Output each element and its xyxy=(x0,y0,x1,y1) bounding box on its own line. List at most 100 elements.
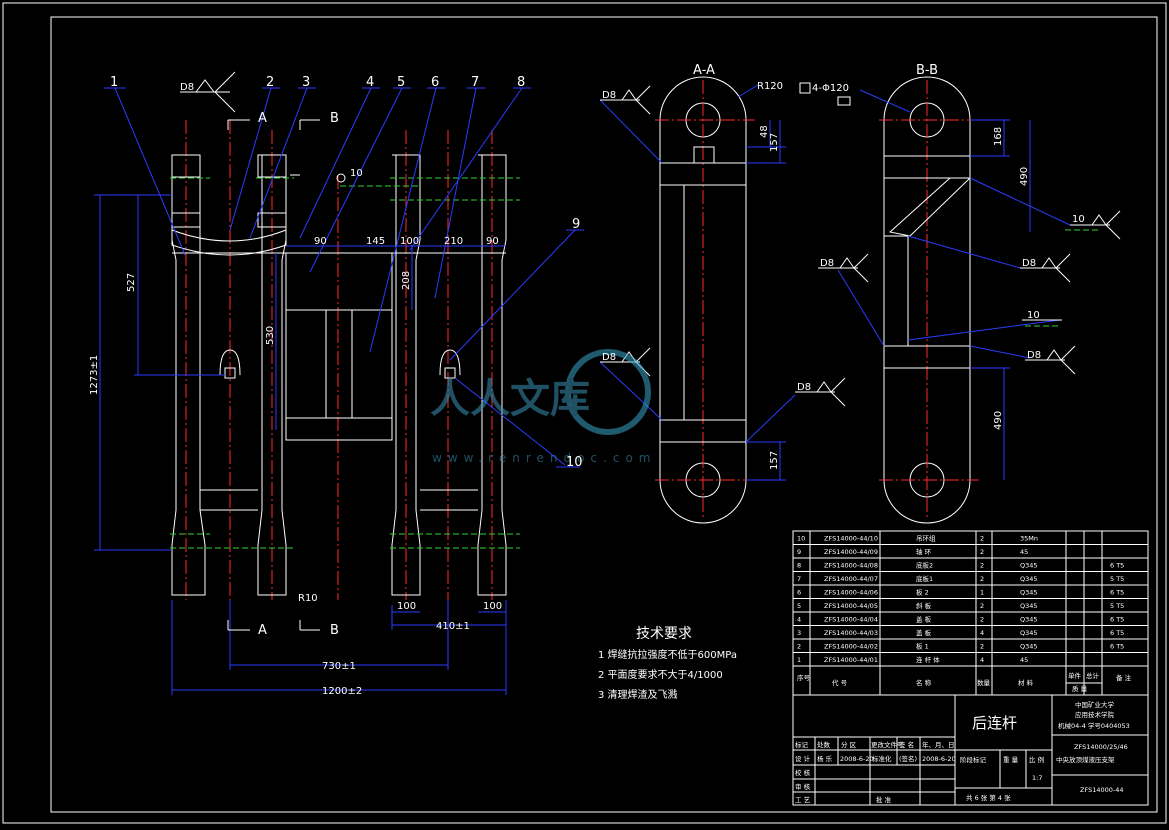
bom-cell: 2 xyxy=(980,602,984,610)
bom-cell: 8 xyxy=(797,562,801,570)
dim-157-top: 157 xyxy=(769,133,780,152)
weld-symbols xyxy=(600,82,1121,407)
tb-craft: 工 艺 xyxy=(795,796,811,804)
bom-cell: 6 T5 xyxy=(1110,616,1124,624)
bom-cell: 4 xyxy=(797,616,801,624)
tb-review: 校 核 xyxy=(795,768,811,777)
sheet-info: 共 6 张 第 4 张 xyxy=(966,793,1011,802)
bom-h-weight: 质 量 xyxy=(1072,684,1088,693)
bom-cell: 2 xyxy=(980,535,984,543)
dim-r10: R10 xyxy=(298,593,318,604)
cut-a-top: A xyxy=(258,111,267,126)
tb-ratio: 比 例 xyxy=(1029,755,1044,764)
bom-h-name: 名 称 xyxy=(916,678,932,687)
bom-cell: ZFS14000-44/09 xyxy=(824,548,878,556)
tb-design-date: 2008-6-20 xyxy=(840,755,874,763)
bom-cell: Q345 xyxy=(1020,602,1038,610)
callout-7: 7 xyxy=(471,75,479,90)
bom-cell: 35Mn xyxy=(1020,535,1038,543)
title-block: 后连杆 中国矿业大学 应用技术学院 机械04-4 学号0404053 ZFS14… xyxy=(792,694,1149,806)
bom-cell: Q345 xyxy=(1020,575,1038,583)
bom-cell: 底板1 xyxy=(916,574,933,583)
dim-145: 145 xyxy=(366,236,385,247)
watermark-logo-icon xyxy=(565,349,651,435)
dim-total-height: 1273±1 xyxy=(89,355,100,395)
bom-h-code: 代 号 xyxy=(832,678,848,687)
bom-h-qty: 数量 xyxy=(977,678,991,687)
bom-cell: Q345 xyxy=(1020,643,1038,651)
section-b-title: B-B xyxy=(916,63,938,78)
spec-10-c: 10 xyxy=(1027,310,1040,321)
tb-designer: 杨 乐 xyxy=(817,754,833,763)
bom-h-note: 备 注 xyxy=(1116,673,1132,682)
bom-cell: ZFS14000-44/06 xyxy=(824,589,878,597)
bom-cell: 6 T5 xyxy=(1110,589,1124,597)
callout-9: 9 xyxy=(572,217,580,232)
bom-cell: 45 xyxy=(1020,656,1028,664)
bom-cell: 吊环组 xyxy=(916,534,936,543)
callout-8: 8 xyxy=(517,75,525,90)
bom-cell: 6 T5 xyxy=(1110,643,1124,651)
bom-cell: 轴 环 xyxy=(916,547,932,556)
bom-cell: 2 xyxy=(980,616,984,624)
tb-date2: 2008-6-20 xyxy=(922,755,956,763)
bom-h-mat: 材 料 xyxy=(1018,678,1034,687)
bom-cell: 7 xyxy=(797,575,801,583)
section-b-view xyxy=(837,76,1100,524)
watermark-url: www.renrendoc.com xyxy=(432,451,656,465)
part-name: 后连杆 xyxy=(972,714,1017,732)
dim-210: 210 xyxy=(444,236,463,247)
weld-label-5: D8 xyxy=(820,258,834,269)
tech-title: 技术要求 xyxy=(636,626,692,642)
bom-cell: ZFS14000-44/05 xyxy=(824,602,878,610)
school-line-1: 中国矿业大学 xyxy=(1075,700,1115,709)
dim-100-c: 100 xyxy=(483,601,502,612)
bom-cell: 1 xyxy=(980,589,984,597)
callout-1: 1 xyxy=(110,75,118,90)
bom-h-total: 总计 xyxy=(1086,671,1100,680)
tech-item-3: 3 清理焊渣及飞溅 xyxy=(598,688,678,701)
weld-label-7: D8 xyxy=(1027,350,1041,361)
spec-10-top: 10 xyxy=(350,168,363,179)
bom-cell: 45 xyxy=(1020,548,1028,556)
bom-cell: 2 xyxy=(980,643,984,651)
spec-10-b: 10 xyxy=(1072,214,1085,225)
section-a-title: A-A xyxy=(693,63,715,78)
bom-h-no: 序号 xyxy=(797,673,811,682)
bom-cell: ZFS14000-44/08 xyxy=(824,562,878,570)
dim-48: 48 xyxy=(759,125,770,138)
bom-cell: 板 2 xyxy=(916,588,929,597)
callout-5: 5 xyxy=(397,75,405,90)
callout-6: 6 xyxy=(431,75,439,90)
callout-labels: 1 2 3 4 5 6 7 8 9 10 xyxy=(110,75,583,470)
bom-cell: 底板2 xyxy=(916,561,933,570)
product-code: ZFS14000/25/46 xyxy=(1074,743,1128,751)
scale: 1:7 xyxy=(1032,774,1042,782)
inner-border xyxy=(50,16,1158,813)
bom-cell: 1 xyxy=(797,656,801,664)
dim-490-top: 490 xyxy=(1019,167,1030,186)
tb-date: 年、月、日 xyxy=(922,740,955,749)
weld-label-3: D8 xyxy=(602,352,616,363)
bom-cell: Q345 xyxy=(1020,629,1038,637)
bom-cell: 4 xyxy=(980,629,984,637)
weld-label-6: D8 xyxy=(1022,258,1036,269)
dim-530: 530 xyxy=(265,326,276,345)
dim-r120: R120 xyxy=(757,81,783,92)
dim-90-a: 90 xyxy=(314,236,327,247)
bom-cell: ZFS14000-44/04 xyxy=(824,616,878,624)
tb-design: 设 计 xyxy=(795,754,811,763)
bom-cell: ZFS14000-44/01 xyxy=(824,656,878,664)
tech-item-1: 1 焊缝抗拉强度不低于600MPa xyxy=(598,648,737,661)
class-line: 机械04-4 学号0404053 xyxy=(1058,721,1130,730)
dim-90-b: 90 xyxy=(486,236,499,247)
school-line-2: 应用技术学院 xyxy=(1075,710,1115,719)
dim-490-bottom: 490 xyxy=(993,411,1004,430)
bom-cell: 3 xyxy=(797,629,801,637)
cut-b-bottom: B xyxy=(330,623,339,638)
bom-cell: 2 xyxy=(797,643,801,651)
bom-cell: 4 xyxy=(980,656,984,664)
